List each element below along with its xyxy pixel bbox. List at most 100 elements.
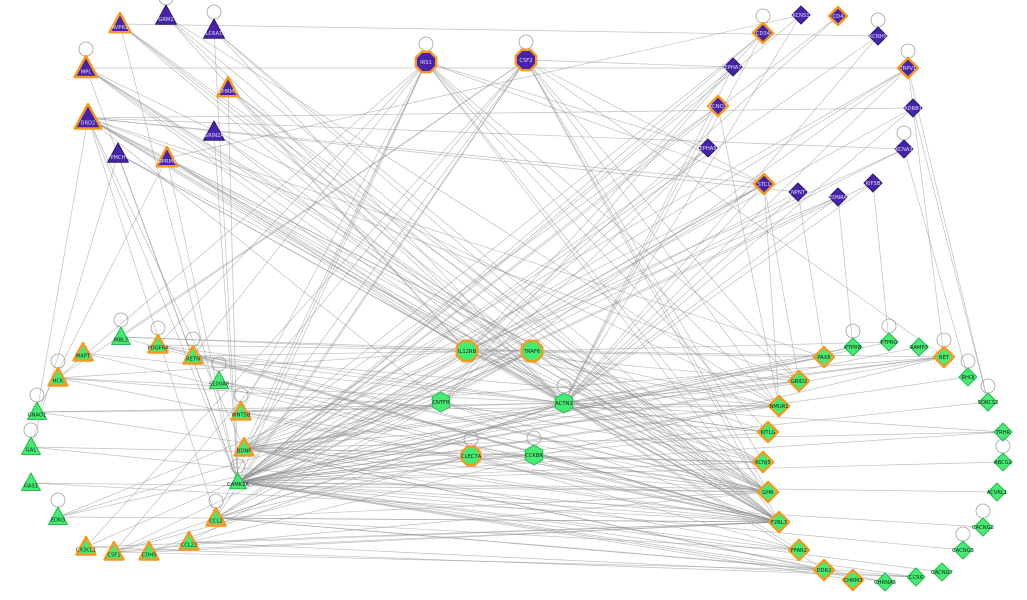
edge-IRS1-NMUR1 (425, 61, 780, 407)
edge-KCNH5-CAMK2A (237, 35, 879, 483)
node-FFAR2[interactable]: FFAR2 (787, 538, 811, 562)
node-MAPT[interactable]: MAPT (72, 341, 94, 362)
edge-KIF5B-ACTN2 (563, 182, 874, 404)
node-PTPRO[interactable]: PTPRO (879, 318, 899, 352)
node-CSF1[interactable]: CSF1 (103, 540, 125, 561)
node-CCR6[interactable]: CCR6 (906, 567, 926, 587)
edge-CSF2-CX3CL1 (85, 59, 527, 548)
edge-EPHA7-ACTN2 (563, 66, 734, 404)
node-CD4[interactable]: CD4 (827, 5, 849, 27)
self-loop-edge (960, 353, 976, 369)
diamond-node-shape (868, 26, 888, 46)
self-loop-edge (896, 125, 912, 141)
diamond-node-shape (993, 422, 1013, 442)
diamond-node-shape (953, 540, 973, 560)
node-WNT5B[interactable]: WNT5B (230, 387, 252, 421)
edge-CAMK2A-DDR2 (237, 481, 825, 571)
node-IRS1[interactable]: IRS1 (414, 36, 438, 74)
triangle-node-shape (155, 145, 179, 168)
edge-CAMK2A-ABCG2 (237, 461, 1004, 483)
diamond-node-shape (863, 173, 883, 193)
edge-BDNF-RET (243, 356, 945, 449)
edge-CD4-IL12RB (466, 15, 839, 352)
node-PAX8[interactable]: PAX8 (812, 345, 836, 369)
node-ACVRL1[interactable]: ACVRL1 (987, 482, 1007, 502)
self-loop-edge (50, 492, 66, 508)
edge-CAMK2A-GHR (237, 481, 769, 493)
node-GRM1[interactable]: GRM1 (155, 0, 177, 25)
self-loop-edge (78, 41, 94, 57)
edge-OPRM1-F2RL3 (166, 157, 780, 523)
edge-CSF2-F2RL3 (525, 59, 780, 523)
edge-ACTN2-FFAR2 (563, 402, 800, 551)
node-RET[interactable]: RET (932, 332, 956, 369)
edge-WNT5B-GHR (240, 411, 769, 493)
node-TRAF6[interactable]: TRAF6 (520, 339, 544, 363)
node-NPNT[interactable]: NPNT (788, 182, 808, 202)
edge-AVPR2-KCNH5 (119, 23, 879, 37)
node-MPL[interactable]: MPL (73, 41, 99, 79)
edge-IRS1-PDGFRA (157, 61, 427, 346)
node-RHOJ[interactable]: RHOJ (958, 353, 978, 387)
node-CD34[interactable]: CD34 (751, 8, 775, 45)
node-S100A8[interactable]: S100A8 (209, 356, 229, 389)
node-CCL2[interactable]: CCL2 (205, 493, 227, 527)
node-HCK[interactable]: HCK (47, 353, 69, 387)
node-EDN3[interactable]: EDN3 (48, 492, 68, 525)
edge-CDH5-F2RL3 (148, 521, 780, 553)
node-DRD2[interactable]: DRD2 (73, 102, 103, 130)
edge-IRS1-GHR (425, 61, 769, 493)
edge-MPL-NMUR1 (85, 67, 780, 407)
edge-PDGFRA-KITLG (157, 344, 769, 433)
triangle-node-shape (205, 506, 227, 527)
node-IL12RB[interactable]: IL12RB (455, 339, 479, 363)
node-RAMP3[interactable]: RAMP3 (909, 337, 929, 357)
triangle-node-shape (108, 11, 132, 34)
node-CSF2[interactable]: CSF2 (514, 34, 538, 72)
diamond-node-shape (932, 345, 956, 369)
node-CACNG7[interactable]: CACNG7 (931, 562, 953, 582)
edge-CSF2-CCL2 (215, 59, 527, 519)
node-KIF5B[interactable]: KIF5B (863, 173, 883, 193)
node-ABCG2[interactable]: ABCG2 (993, 438, 1013, 472)
diamond-node-shape (767, 394, 791, 418)
edge-IL12RB-RETN (192, 350, 468, 357)
edge-EDN3-F2RL3 (57, 516, 780, 523)
node-MBL2[interactable]: MBL2 (111, 312, 131, 345)
node-PMCH[interactable]: PMCH (107, 142, 129, 163)
node-KCNQ3[interactable]: KCNQ3 (706, 94, 730, 118)
node-CACNG3[interactable]: CACNG3 (952, 526, 974, 560)
node-AVPR2[interactable]: AVPR2 (108, 11, 132, 34)
edge-ACTN2-KCNJ5 (563, 402, 764, 463)
edge-DRD2-GNAO1 (36, 117, 89, 413)
triangle-node-shape (21, 436, 41, 455)
node-CHRM3[interactable]: CHRM3 (841, 568, 865, 592)
node-KCNJ5[interactable]: KCNJ5 (751, 450, 775, 474)
node-CCKBR[interactable]: CCKBR (524, 430, 543, 466)
edge-CSF2-KCNJ5 (525, 59, 764, 463)
edge-ADRB1-SORCS2 (912, 107, 989, 403)
edge-IL12RB-HCK (57, 350, 468, 379)
node-GAS1[interactable]: GAS1 (21, 472, 41, 491)
triangle-node-shape (155, 4, 177, 25)
diamond-node-shape (843, 337, 863, 357)
diamond-node-shape (827, 5, 849, 27)
node-SLC6A12[interactable]: SLC6A12 (202, 4, 226, 39)
node-EPHA7[interactable]: EPHA7 (723, 57, 743, 77)
edge-TRPV1-SORCS2 (907, 67, 989, 403)
node-CHRM2[interactable]: CHRM2 (216, 75, 240, 98)
node-KCNS1[interactable]: KCNS1 (791, 5, 811, 25)
node-ACTN2[interactable]: ACTN2 (554, 378, 574, 414)
diamond-node-shape (896, 56, 920, 80)
node-SORCS2[interactable]: SORCS2 (978, 378, 999, 412)
node-GAL[interactable]: GAL (21, 422, 41, 455)
triangle-node-shape (216, 75, 240, 98)
edge-CNTFR-GHR (440, 401, 769, 493)
node-TRHR[interactable]: TRHR (993, 422, 1013, 442)
node-KCNA3[interactable]: KCNA3 (894, 125, 914, 159)
edge-EPHA5-CNTFR (440, 147, 709, 403)
diamond-node-shape (909, 337, 929, 357)
self-loop-edge (29, 387, 45, 403)
node-CACNG2[interactable]: CACNG2 (972, 503, 994, 537)
